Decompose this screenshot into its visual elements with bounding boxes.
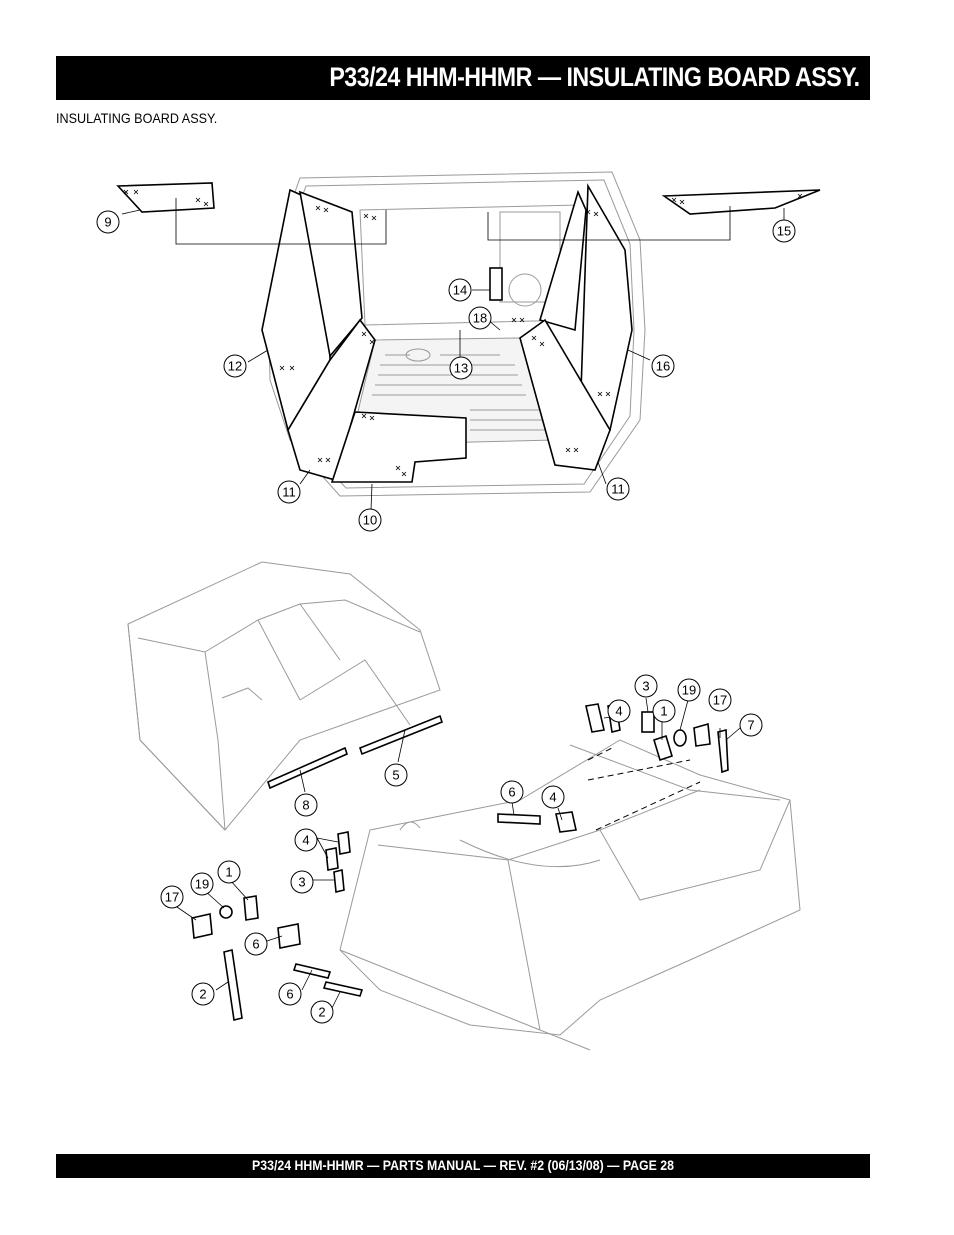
callout-18: 18: [468, 306, 492, 330]
svg-text:17: 17: [165, 890, 179, 905]
callout-6-left-upper: 6: [244, 932, 268, 956]
svg-text:8: 8: [302, 798, 309, 813]
callout-3-right: 3: [634, 674, 658, 698]
callout-6-left-lower: 6: [278, 982, 302, 1006]
hood-interior-drawing: 9 15 14 18 12 13 16 11 11 10: [96, 171, 821, 532]
callout-11-right: 11: [606, 477, 630, 501]
svg-text:2: 2: [318, 1005, 325, 1020]
callout-15: 15: [772, 219, 796, 243]
callout-4-right: 4: [607, 699, 631, 723]
callout-1-right: 1: [652, 699, 676, 723]
svg-text:4: 4: [302, 833, 309, 848]
callout-19-left: 19: [190, 872, 214, 896]
svg-text:6: 6: [286, 987, 293, 1002]
screw-marks: [123, 189, 803, 477]
callout-16: 16: [651, 354, 675, 378]
svg-text:2: 2: [199, 987, 206, 1002]
svg-text:3: 3: [298, 875, 305, 890]
footer-text: P33/24 HHM-HHMR — PARTS MANUAL — REV. #2…: [252, 1157, 674, 1173]
frame-exploded-drawing: 3 19 17 4 1 7 5 8 6 4 4 3 1 19 17 6 2 6 …: [127, 561, 801, 1051]
svg-text:16: 16: [656, 359, 670, 374]
svg-text:7: 7: [747, 718, 754, 733]
callout-8: 8: [294, 793, 318, 817]
callout-6-middle: 6: [500, 780, 524, 804]
svg-text:5: 5: [392, 768, 399, 783]
svg-text:11: 11: [611, 482, 625, 497]
callout-9: 9: [96, 210, 120, 234]
callout-1-left: 1: [217, 860, 241, 884]
callout-7: 7: [739, 713, 763, 737]
callout-12: 12: [223, 354, 247, 378]
svg-text:3: 3: [642, 679, 649, 694]
svg-text:17: 17: [713, 693, 727, 708]
svg-text:10: 10: [363, 513, 377, 528]
callout-13: 13: [449, 356, 473, 380]
svg-text:18: 18: [473, 311, 487, 326]
callout-2-left: 2: [191, 982, 215, 1006]
svg-text:14: 14: [453, 283, 467, 298]
callout-3-left: 3: [290, 870, 314, 894]
svg-text:13: 13: [454, 361, 468, 376]
svg-text:4: 4: [615, 704, 622, 719]
svg-text:19: 19: [195, 877, 209, 892]
callout-14: 14: [448, 278, 472, 302]
title-bar: P33/24 HHM-HHMR — INSULATING BOARD ASSY.: [56, 56, 870, 100]
svg-text:4: 4: [549, 790, 556, 805]
page-title: P33/24 HHM-HHMR — INSULATING BOARD ASSY.: [329, 62, 861, 92]
svg-text:1: 1: [225, 865, 232, 880]
svg-text:19: 19: [682, 683, 696, 698]
callout-5: 5: [384, 763, 408, 787]
footer-bar: P33/24 HHM-HHMR — PARTS MANUAL — REV. #2…: [56, 1154, 870, 1178]
callout-10: 10: [358, 508, 382, 532]
callout-4-left: 4: [294, 828, 318, 852]
svg-text:1: 1: [660, 704, 667, 719]
svg-text:6: 6: [252, 937, 259, 952]
callout-19-right: 19: [677, 678, 701, 702]
svg-text:9: 9: [104, 215, 111, 230]
svg-text:6: 6: [508, 785, 515, 800]
callout-17-left: 17: [160, 885, 184, 909]
callout-11-left: 11: [277, 480, 301, 504]
callout-17-right: 17: [708, 688, 732, 712]
svg-text:15: 15: [777, 224, 791, 239]
section-label: INSULATING BOARD ASSY.: [56, 110, 218, 126]
svg-text:12: 12: [228, 359, 242, 374]
callout-2-lower: 2: [310, 1000, 334, 1024]
svg-text:11: 11: [282, 485, 296, 500]
callout-4-middle: 4: [541, 785, 565, 809]
